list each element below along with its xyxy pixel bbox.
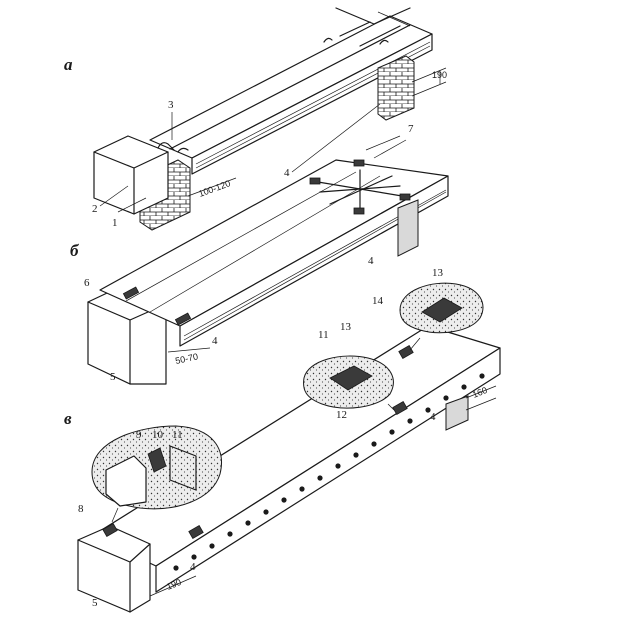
slab-v-front [155, 347, 501, 593]
label-4-b: 4 [212, 335, 218, 347]
label-11-left: 11 [172, 429, 183, 441]
support-v-right [445, 395, 469, 431]
label-1: 1 [112, 217, 118, 229]
label-8: 8 [78, 503, 84, 515]
label-4-c: 4 [368, 255, 374, 267]
dim-190: 190 [432, 70, 447, 80]
section-v-label: в [64, 409, 72, 428]
end-block-a [93, 135, 169, 215]
label-2: 2 [92, 203, 98, 215]
label-5-b: 5 [110, 371, 116, 383]
label-14: 14 [372, 295, 384, 307]
label-5-v: 5 [92, 597, 98, 609]
figure-b: 50-70 4 4 5 6 7 б [70, 123, 449, 385]
support-b-right [397, 199, 419, 257]
label-9: 9 [136, 429, 142, 441]
hollow-cores [173, 373, 485, 571]
dim-100-120: 100-120 [197, 178, 231, 199]
section-a-label: а [64, 55, 73, 74]
label-3: 3 [168, 99, 174, 111]
figure-a: 190 100-120 1 2 3 4 а [64, 7, 447, 231]
figure-v: 160 190 4 4 5 8 9 10 11 11 12 13 13 14 в [64, 267, 501, 613]
section-b-label: б [70, 241, 80, 260]
label-6: 6 [84, 277, 90, 289]
label-4-e: 4 [430, 411, 436, 423]
slab-b-front [179, 175, 449, 347]
label-13-mid: 13 [340, 321, 352, 333]
label-7: 7 [408, 123, 414, 135]
dim-50-70: 50-70 [174, 351, 199, 366]
label-4-d: 4 [190, 561, 196, 573]
anchor-star-7 [317, 169, 403, 213]
end-block-5-v [77, 525, 151, 613]
brick-support-right [377, 55, 415, 121]
label-11-mid: 11 [318, 329, 329, 341]
label-12: 12 [336, 409, 347, 421]
label-4-a: 4 [284, 167, 290, 179]
label-10: 10 [152, 429, 164, 441]
label-13-right: 13 [432, 267, 444, 279]
anchor-3 [157, 142, 189, 153]
